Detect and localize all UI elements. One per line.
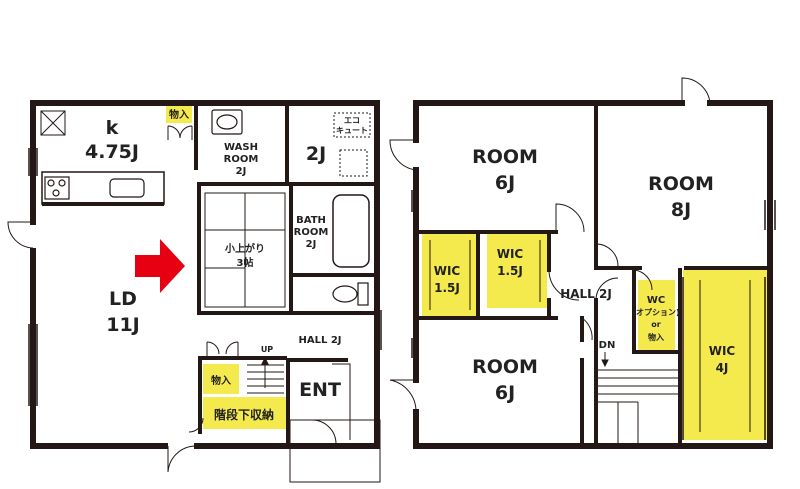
wic-c-fill bbox=[683, 270, 767, 440]
wic-hanger-lines bbox=[429, 240, 751, 432]
red-arrow-icon bbox=[135, 239, 185, 293]
bath-room-size: 2J bbox=[306, 239, 317, 250]
kouagari-size: 3帖 bbox=[237, 256, 254, 269]
under-stair-label: 階段下収納 bbox=[214, 407, 274, 422]
kouagari-name: 小上がり bbox=[224, 242, 265, 255]
storage-top-fill bbox=[166, 105, 192, 123]
doors-floor-1 bbox=[7, 221, 381, 483]
wc-fill bbox=[638, 280, 675, 350]
wc-alt: 物入 bbox=[648, 332, 664, 342]
bath-room-line2: ROOM bbox=[294, 227, 329, 238]
wc-option: (オプション) bbox=[632, 307, 679, 317]
stairs-floor-1 bbox=[247, 356, 284, 394]
wc-or: or bbox=[651, 320, 660, 329]
under-stair-storage-fill bbox=[203, 397, 286, 429]
wic-c-size: 4J bbox=[716, 361, 729, 375]
wic-a-name: WIC bbox=[434, 264, 461, 278]
eco-cute-line2: キュート bbox=[336, 126, 368, 135]
tatami-grid bbox=[204, 192, 286, 308]
kitchen-name: k bbox=[106, 117, 119, 139]
floor-2-outer-walls bbox=[413, 100, 773, 449]
wash-room-line1: WASH bbox=[224, 142, 258, 153]
floor-2-inner-walls bbox=[416, 104, 770, 448]
washbasin-icon bbox=[211, 109, 243, 135]
bath-room-line1: BATH bbox=[296, 215, 326, 226]
floor-2-plan bbox=[389, 77, 776, 449]
eco-cute-line1: エコ bbox=[344, 116, 360, 125]
fridge-icon bbox=[40, 110, 66, 136]
doors-floor-2 bbox=[389, 77, 711, 413]
room-tl-name: ROOM bbox=[472, 146, 538, 168]
wic-c-name: WIC bbox=[709, 344, 736, 358]
kitchen-size: 4.75J bbox=[85, 141, 139, 163]
wc-name: WC bbox=[647, 295, 665, 306]
hall-2f-label: HALL 2J bbox=[560, 287, 612, 301]
wic-b-size: 1.5J bbox=[497, 264, 523, 278]
storage-door-icon bbox=[167, 125, 193, 140]
wic-b-name: WIC bbox=[497, 247, 524, 261]
wic-a-size: 1.5J bbox=[434, 281, 460, 295]
hall-1f-label: HALL 2J bbox=[298, 335, 341, 346]
eco-cute-tank bbox=[339, 149, 368, 177]
storage-top-label: 物入 bbox=[169, 108, 189, 121]
floor-2-windows bbox=[411, 190, 776, 440]
ld-size: 11J bbox=[106, 314, 140, 336]
wash-room-line2: ROOM bbox=[224, 154, 259, 165]
room-tl-size: 6J bbox=[495, 172, 515, 194]
floor-1-inner-walls bbox=[194, 104, 379, 448]
wash-room-size: 2J bbox=[236, 166, 247, 177]
stove-icon bbox=[44, 176, 70, 200]
room-tr-name: ROOM bbox=[648, 173, 714, 195]
room-b-size: 6J bbox=[495, 382, 515, 404]
floor-1-plan bbox=[7, 100, 382, 483]
floor-1-windows bbox=[28, 148, 382, 406]
stairs-floor-2 bbox=[598, 352, 678, 444]
storage-stair-fill bbox=[203, 364, 239, 394]
room-tr-size: 8J bbox=[671, 199, 691, 221]
eco-cute-box bbox=[333, 112, 371, 138]
room-b-name: ROOM bbox=[472, 356, 538, 378]
wic-b-fill bbox=[487, 232, 547, 308]
entrance-label: ENT bbox=[299, 379, 341, 401]
up-label: UP bbox=[261, 345, 273, 354]
storage-stair-label: 物入 bbox=[211, 374, 231, 387]
toilet-icon bbox=[332, 282, 369, 306]
bathtub-icon bbox=[332, 194, 370, 268]
sink-icon bbox=[109, 178, 145, 198]
ld-name: LD bbox=[109, 288, 137, 310]
room-2j-label: 2J bbox=[306, 143, 326, 165]
wic-a-fill bbox=[422, 232, 476, 316]
dn-label: DN bbox=[599, 340, 616, 351]
